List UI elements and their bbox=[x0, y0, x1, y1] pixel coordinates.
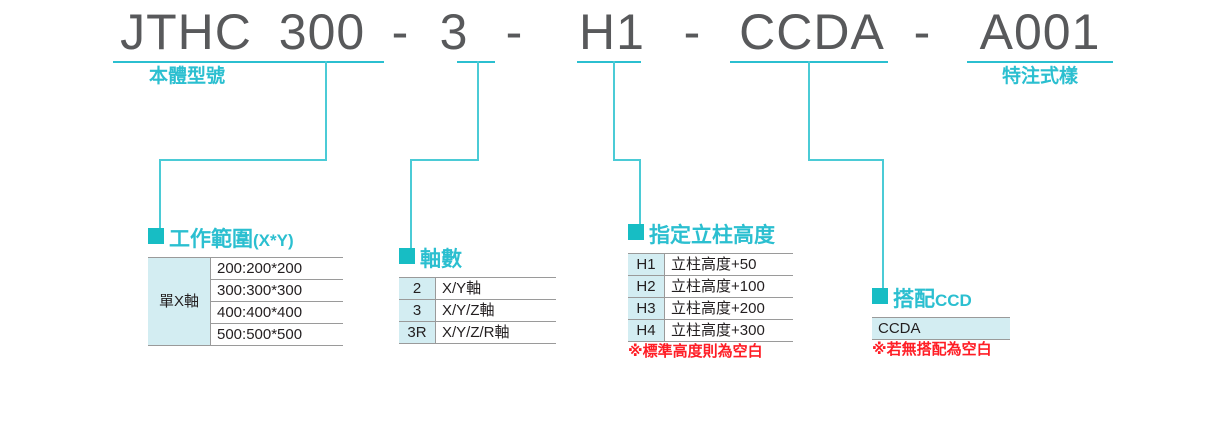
column-height-note: ※標準高度則為空白 bbox=[628, 343, 763, 360]
code-separator-2: - bbox=[505, 4, 523, 60]
column-height-value: 立柱高度+100 bbox=[664, 275, 793, 298]
code-separator-1: - bbox=[391, 4, 409, 60]
bullet-square-icon bbox=[399, 248, 415, 264]
model-code-row: JTHC 300 - 3 - H1 - CCDA - A001 bbox=[0, 4, 1210, 60]
bullet-square-icon bbox=[148, 228, 164, 244]
connector-height-vertical-top bbox=[613, 61, 615, 160]
connector-range-vertical-top bbox=[325, 61, 327, 160]
block-working-range-header: 工作範圍(X*Y) bbox=[148, 228, 343, 254]
code-segment-range: 300 bbox=[278, 4, 366, 60]
connector-ccd-vertical-top bbox=[808, 61, 810, 160]
underline-height bbox=[577, 61, 641, 63]
ccd-option-table: CCDA bbox=[872, 317, 1010, 340]
underline-spec bbox=[967, 61, 1113, 63]
column-height-value: 立柱高度+200 bbox=[664, 297, 793, 320]
working-range-table: 單X軸 200:200*200 300:300*300 400:400*400 … bbox=[148, 257, 343, 346]
code-separator-4: - bbox=[913, 4, 931, 60]
connector-height-vertical-bottom bbox=[639, 159, 641, 227]
caption-special-spec: 特注式樣 bbox=[1001, 66, 1078, 87]
table-row: 3R X/Y/Z/R軸 bbox=[399, 321, 556, 344]
connector-ccd-horizontal bbox=[808, 159, 884, 161]
connector-height-horizontal bbox=[613, 159, 641, 161]
connector-ccd-vertical-bottom bbox=[882, 159, 884, 289]
column-height-value: 立柱高度+50 bbox=[664, 253, 793, 276]
connector-range-vertical-bottom bbox=[159, 159, 161, 231]
column-height-key: H2 bbox=[628, 275, 665, 298]
connector-axes-vertical-bottom bbox=[410, 159, 412, 251]
table-row: 2 X/Y軸 bbox=[399, 277, 556, 300]
table-row: 3 X/Y/Z軸 bbox=[399, 299, 556, 322]
working-range-group-label: 單X軸 bbox=[148, 257, 211, 346]
bullet-square-icon bbox=[628, 224, 644, 240]
block-ccd-option-subtitle: CCD bbox=[935, 291, 972, 310]
code-segment-body: JTHC bbox=[120, 4, 252, 60]
connector-axes-vertical-top bbox=[477, 61, 479, 160]
axis-count-table: 2 X/Y軸 3 X/Y/Z軸 3R X/Y/Z/R軸 bbox=[399, 277, 556, 344]
table-row: H3 立柱高度+200 bbox=[628, 297, 793, 320]
block-column-height-title: 指定立柱高度 bbox=[649, 224, 775, 247]
table-row: H4 立柱高度+300 bbox=[628, 319, 793, 342]
code-segment-ccd: CCDA bbox=[739, 4, 885, 60]
block-axis-count-header: 軸數 bbox=[399, 248, 556, 274]
block-ccd-option-title: 搭配 bbox=[893, 288, 935, 311]
block-axis-count-title: 軸數 bbox=[420, 248, 462, 271]
connector-axes-horizontal bbox=[410, 159, 479, 161]
connector-range-horizontal bbox=[159, 159, 327, 161]
table-row: 500:500*500 bbox=[148, 323, 343, 346]
working-range-value: 500:500*500 bbox=[210, 323, 343, 346]
axis-count-value: X/Y軸 bbox=[435, 277, 556, 300]
ccd-option-note: ※若無搭配為空白 bbox=[872, 341, 992, 358]
block-working-range-title: 工作範圍 bbox=[169, 228, 253, 251]
column-height-key: H3 bbox=[628, 297, 665, 320]
block-column-height: 指定立柱高度 H1 立柱高度+50 H2 立柱高度+100 H3 立柱高度+20… bbox=[628, 224, 793, 361]
block-axis-count: 軸數 2 X/Y軸 3 X/Y/Z軸 3R X/Y/Z/R軸 bbox=[399, 248, 556, 344]
axis-count-key: 3 bbox=[399, 299, 436, 322]
caption-body-model: 本體型號 bbox=[148, 66, 225, 87]
column-height-key: H1 bbox=[628, 253, 665, 276]
table-row: 300:300*300 bbox=[148, 279, 343, 302]
code-segment-height: H1 bbox=[579, 4, 645, 60]
block-working-range: 工作範圍(X*Y) 單X軸 200:200*200 300:300*300 40… bbox=[148, 228, 343, 346]
column-height-value: 立柱高度+300 bbox=[664, 319, 793, 342]
table-row: 單X軸 200:200*200 bbox=[148, 257, 343, 346]
table-row: H1 立柱高度+50 bbox=[628, 253, 793, 276]
bullet-square-icon bbox=[872, 288, 888, 304]
working-range-value: 200:200*200 bbox=[210, 257, 343, 280]
block-ccd-option: 搭配CCD CCDA ※若無搭配為空白 bbox=[872, 288, 1010, 359]
underline-range bbox=[258, 61, 384, 63]
code-segment-spec: A001 bbox=[979, 4, 1101, 60]
axis-count-value: X/Y/Z/R軸 bbox=[435, 321, 556, 344]
table-row: 400:400*400 bbox=[148, 301, 343, 324]
table-row: H2 立柱高度+100 bbox=[628, 275, 793, 298]
axis-count-value: X/Y/Z軸 bbox=[435, 299, 556, 322]
code-separator-3: - bbox=[683, 4, 701, 60]
working-range-value: 400:400*400 bbox=[210, 301, 343, 324]
column-height-key: H4 bbox=[628, 319, 665, 342]
table-row: CCDA bbox=[872, 317, 1010, 340]
block-working-range-subtitle: (X*Y) bbox=[253, 231, 294, 250]
underline-body bbox=[113, 61, 261, 63]
working-range-value: 300:300*300 bbox=[210, 279, 343, 302]
axis-count-key: 2 bbox=[399, 277, 436, 300]
code-segment-axes: 3 bbox=[439, 4, 469, 60]
underline-axes bbox=[457, 61, 495, 63]
block-ccd-option-header: 搭配CCD bbox=[872, 288, 1010, 314]
ccd-option-value: CCDA bbox=[872, 317, 1010, 340]
column-height-table: H1 立柱高度+50 H2 立柱高度+100 H3 立柱高度+200 H4 立柱… bbox=[628, 253, 793, 342]
block-column-height-header: 指定立柱高度 bbox=[628, 224, 793, 250]
axis-count-key: 3R bbox=[399, 321, 436, 344]
